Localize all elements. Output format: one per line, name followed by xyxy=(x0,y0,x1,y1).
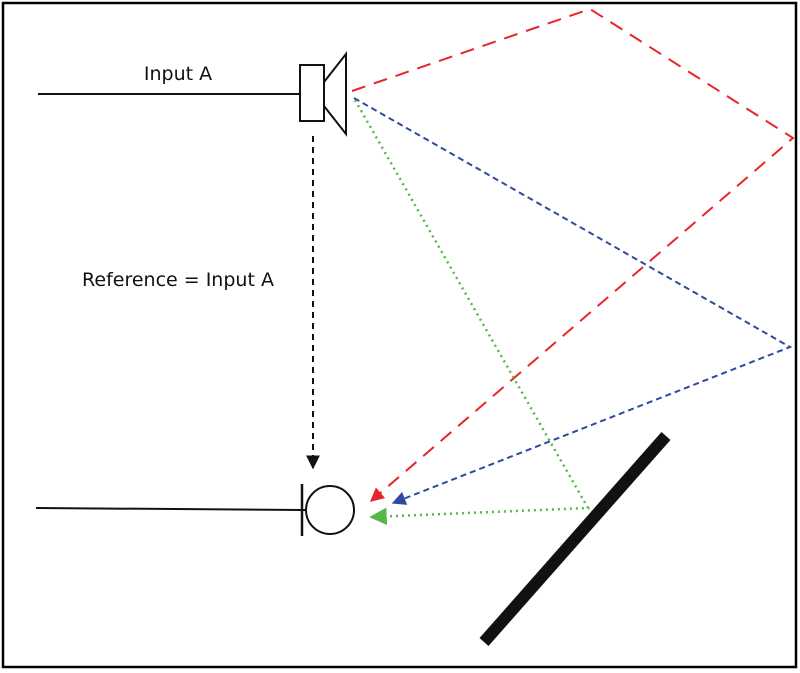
microphone-icon xyxy=(300,484,355,536)
input-label: Input A xyxy=(144,63,212,85)
green-reflection-path xyxy=(353,99,591,526)
red-reflection-path xyxy=(351,7,795,502)
reflector-panel xyxy=(479,432,671,646)
output-line xyxy=(35,507,303,511)
blue-reflection-path xyxy=(353,97,793,505)
speaker-icon xyxy=(299,51,347,137)
reference-label: Reference = Input A xyxy=(82,269,274,291)
